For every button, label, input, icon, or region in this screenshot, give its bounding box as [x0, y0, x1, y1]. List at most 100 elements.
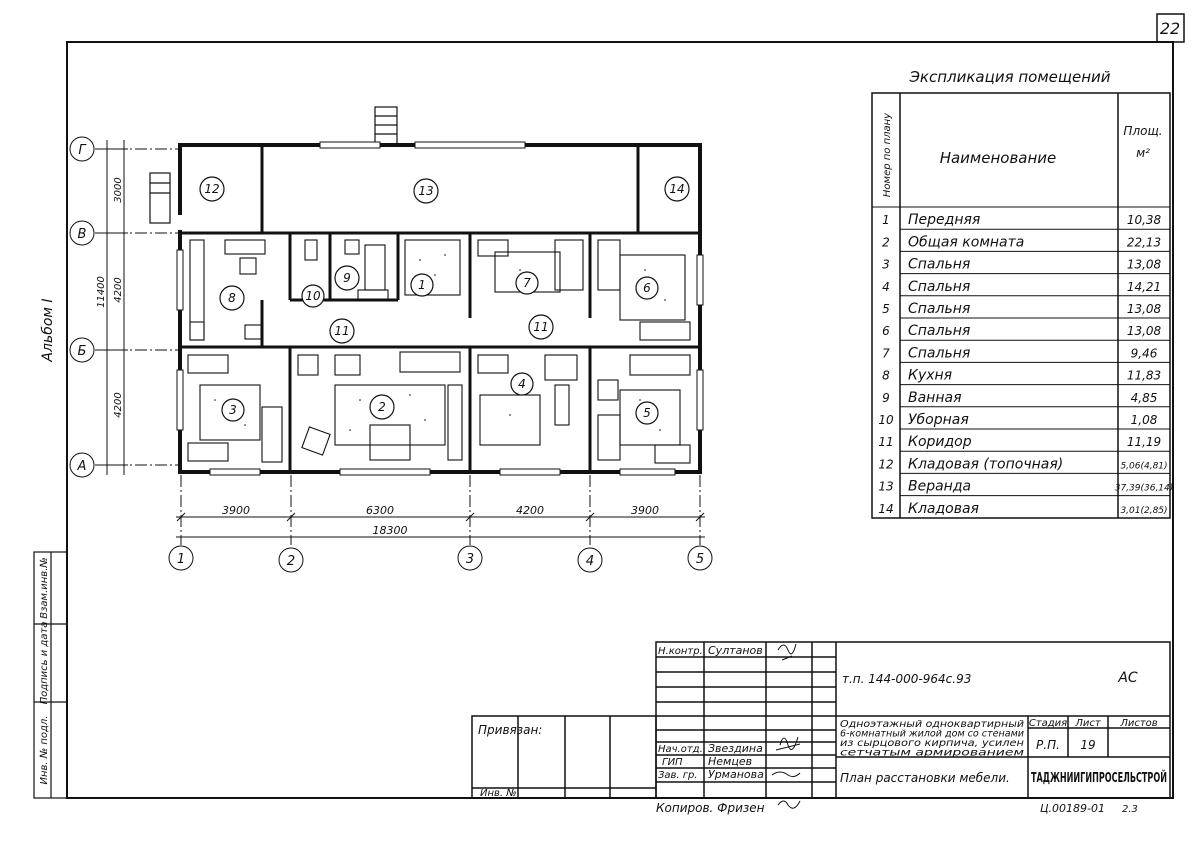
explication-row-area: 13,08: [1127, 258, 1162, 272]
explication-row-number: 1: [882, 213, 890, 227]
name-zvezdina: Звездина: [708, 742, 763, 755]
room-mark-1: 1: [418, 278, 426, 292]
explication-row-name: Кладовая: [908, 501, 979, 517]
explication-row-area: 3,01(2,85): [1120, 506, 1167, 516]
explication-row-name: Передняя: [908, 212, 980, 228]
explication-row: 1 Передняя 10,38: [882, 212, 1161, 228]
doc-code: т.п. 144-000-964с.93: [842, 672, 971, 686]
floor-plan: 12 13 14 8 10 9 1 7 6 11 11 3 2 4 5: [69, 106, 713, 573]
axis-number-2: 2: [287, 554, 295, 569]
explication-row: 10 Уборная 1,08: [878, 412, 1157, 428]
explication-row-number: 10: [878, 413, 894, 427]
explication-row-name: Кладовая (топочная): [908, 456, 1063, 472]
explication-row-number: 3: [882, 258, 890, 272]
name-sultanov: Султанов: [708, 644, 763, 657]
axis-letter-b: Б: [78, 344, 87, 359]
room-mark-3: 3: [229, 403, 237, 417]
explication-row-number: 14: [878, 502, 893, 516]
room-mark-6: 6: [643, 281, 651, 295]
stamp-inv-podl: Инв. № подл.: [39, 716, 50, 785]
explication-row-name: Ванная: [908, 390, 962, 406]
axis-number-4: 4: [586, 554, 594, 569]
stage-value: Р.П.: [1036, 738, 1060, 752]
horiz-dim-4: 3900: [631, 504, 659, 517]
horiz-dim-1: 3900: [222, 504, 250, 517]
format-label: 2.3: [1122, 804, 1138, 815]
explication-row-name: Спальня: [908, 279, 970, 295]
explication-col-area-unit: м²: [1136, 146, 1150, 160]
explication-row-number: 4: [882, 280, 890, 294]
copied-by: Копиров. Фризен: [656, 801, 765, 815]
explication-row: 5 Спальня 13,08: [882, 301, 1161, 317]
drawing-title: План расстановки мебели.: [840, 771, 1010, 785]
explication-row-area: 4,85: [1131, 391, 1158, 405]
room-mark-13: 13: [418, 184, 433, 198]
explication-row-number: 11: [878, 435, 893, 449]
explication-row-name: Спальня: [908, 345, 970, 361]
explication-row-area: 14,21: [1127, 280, 1161, 294]
explication-row-area: 13,08: [1127, 302, 1162, 316]
explication-row-name: Кухня: [908, 368, 952, 384]
axis-number-3: 3: [466, 552, 474, 567]
project-description-line: сетчатым армированием: [840, 748, 1025, 759]
explication-col-area: Площ.: [1123, 124, 1162, 138]
horiz-dim-total: 18300: [373, 524, 408, 537]
explication-row-area: 10,38: [1127, 213, 1162, 227]
explication-col-name: Наименование: [940, 149, 1057, 167]
explication-row-name: Спальня: [908, 301, 970, 317]
room-mark-14: 14: [669, 182, 684, 196]
explication-row-name: Общая комната: [908, 234, 1024, 250]
explication-table: [871, 92, 1171, 519]
explication-row-area: 5,06(4,81): [1120, 461, 1167, 471]
explication-row-area: 1,08: [1131, 413, 1158, 427]
privyazan-label: Привязан:: [478, 723, 542, 737]
horiz-dim-2: 6300: [366, 504, 394, 517]
vert-dim-1: 3000: [113, 177, 124, 202]
explication-row-name: Спальня: [908, 323, 970, 339]
stamp-vzam: Взам.инв.№: [39, 557, 50, 619]
explication-row-number: 9: [882, 391, 890, 405]
room-mark-8: 8: [228, 291, 236, 305]
room-mark-2: 2: [378, 400, 386, 414]
vert-dim-2: 4200: [113, 277, 124, 302]
sheet-number-box: [1156, 13, 1185, 43]
explication-row-area: 13,08: [1127, 324, 1162, 338]
name-urmanova: Урманова: [708, 768, 764, 781]
explication-row: 7 Спальня 9,46: [882, 345, 1158, 361]
room-mark-11a: 11: [334, 324, 349, 338]
explication-row-number: 12: [878, 457, 893, 471]
explication-row: 14 Кладовая 3,01(2,85): [878, 501, 1167, 517]
col-sheet: Лист: [1074, 718, 1102, 729]
explication-row: 12 Кладовая (топочная) 5,06(4,81): [878, 456, 1167, 472]
explication-row-number: 5: [882, 302, 890, 316]
explication-row-number: 2: [882, 235, 890, 249]
role-gip: ГИП: [662, 757, 683, 768]
room-mark-11b: 11: [533, 320, 548, 334]
explication-row-area: 9,46: [1131, 346, 1158, 360]
explication-row-area: 37,39(36,14): [1115, 484, 1174, 494]
axis-letter-v: В: [78, 227, 87, 242]
col-stage: Стадия: [1029, 718, 1067, 729]
org-name: ТАДЖНИИГИПРОСЕЛЬСТРОЙ: [1031, 770, 1167, 786]
explication-col-num: Номер по плану: [882, 112, 893, 197]
axis-number-5: 5: [696, 552, 704, 567]
sheet-number: 22: [1160, 19, 1180, 38]
explication-row-number: 7: [882, 346, 890, 360]
project-description-line: Одноэтажный одноквартирный: [840, 719, 1025, 730]
inv-no-label: Инв. №: [480, 788, 517, 799]
room-mark-4: 4: [518, 377, 526, 391]
explication-row: 9 Ванная 4,85: [882, 390, 1157, 406]
room-mark-7: 7: [523, 276, 531, 290]
explication-row-name: Уборная: [908, 412, 969, 428]
project-description-line: 6-комнатный жилой дом со стенами: [840, 729, 1024, 740]
room-mark-5: 5: [643, 406, 651, 420]
explication-row-area: 11,19: [1127, 435, 1161, 449]
explication-row-area: 11,83: [1127, 369, 1161, 383]
explication-row-name: Коридор: [908, 434, 972, 450]
